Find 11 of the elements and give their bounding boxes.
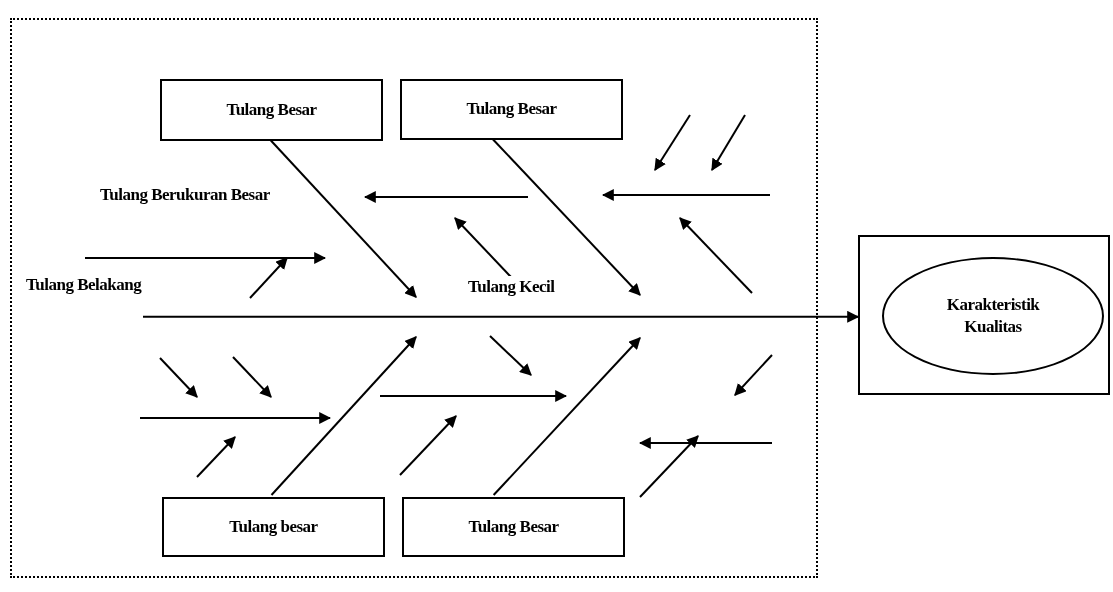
effect-box (858, 235, 1110, 395)
spine-label: Tulang Belakang (26, 274, 145, 330)
diagram-frame (10, 18, 818, 578)
category-box: Tulang Besar (160, 79, 383, 141)
bone-arrow (270, 336, 417, 496)
bone-arrow (492, 337, 641, 496)
category-box: Tulang besar (162, 497, 385, 557)
spine-arrow (142, 310, 860, 323)
category-box: Tulang Besar (402, 497, 625, 557)
effect-ellipse: Karakteristik Kualitas (882, 257, 1104, 375)
category-box: Tulang Besar (400, 79, 623, 140)
